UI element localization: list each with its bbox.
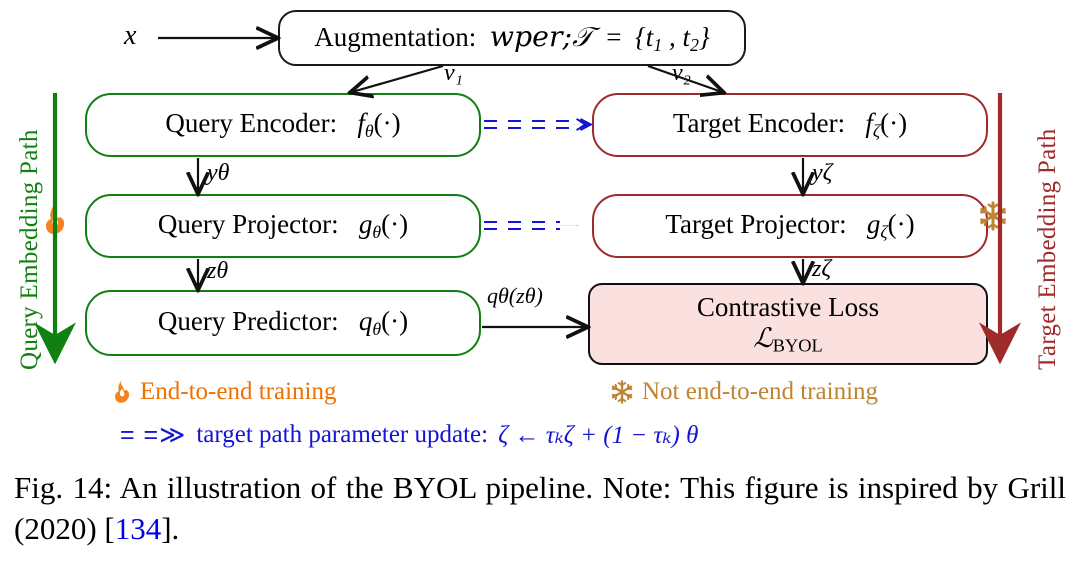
target-projector-text: Target Projector: gζ(·) [665, 209, 915, 243]
caption-text-part1: Fig. 14: An illustration of the BYOL pip… [14, 470, 1066, 546]
contrastive-loss-title: Contrastive Loss [696, 291, 880, 322]
target-projector-box[interactable]: Target Projector: gζ(·) [592, 194, 988, 258]
query-embedding-path-label: Query Embedding Path [16, 129, 43, 370]
legend-update-text: target path parameter update: [196, 421, 489, 448]
target-embedding-path-label: Target Embedding Path [1034, 128, 1061, 370]
query-predictor-box[interactable]: Query Predictor: qθ(·) [85, 290, 481, 356]
query-encoder-box[interactable]: Query Encoder: fθ(·) [85, 93, 481, 157]
contrastive-loss-symbol: ℒBYOL [753, 322, 823, 356]
target-encoder-box[interactable]: Target Encoder: fζ(·) [592, 93, 988, 157]
query-projector-box[interactable]: Query Projector: gθ(·) [85, 194, 481, 258]
edge-label-v2: v₂ [672, 60, 691, 86]
edge-label-z-theta: zθ [207, 258, 229, 284]
edge-label-v1: v₁ [444, 60, 463, 86]
figure-caption: Fig. 14: An illustration of the BYOL pip… [14, 468, 1066, 550]
legend-end-to-end-label: End-to-end training [140, 378, 337, 405]
edge-label-y-theta: yθ [207, 160, 230, 186]
edge-label-z-zeta: zζ [812, 256, 832, 282]
snowflake-icon [978, 200, 1008, 237]
flame-icon [42, 203, 68, 242]
contrastive-loss-box[interactable]: Contrastive Loss ℒBYOL [588, 283, 988, 365]
augmentation-box[interactable]: Augmentation: wper;𝒯 = {t1 , t2} [278, 10, 746, 66]
byol-pipeline-figure: Query Embedding Path Target Embedding Pa… [16, 10, 1061, 450]
caption-reference-link[interactable]: 134 [114, 510, 162, 546]
legend-not-end-to-end: Not end-to-end training [610, 378, 878, 406]
target-encoder-text: Target Encoder: fζ(·) [672, 108, 908, 142]
query-predictor-text: Query Predictor: qθ(·) [157, 306, 409, 340]
edge-label-q-theta-z-theta: qθ(zθ) [487, 283, 543, 308]
query-projector-text: Query Projector: gθ(·) [157, 209, 409, 243]
caption-text-part2: ]. [161, 510, 180, 546]
flame-icon-legend [112, 378, 132, 406]
legend-not-end-to-end-label: Not end-to-end training [642, 378, 879, 405]
edge-label-y-zeta: yζ [812, 160, 833, 186]
legend-parameter-update: = =≫ target path parameter update: ζ ← τ… [120, 420, 698, 450]
input-label-x: x [124, 20, 137, 51]
dashed-arrow-glyph: = =≫ [120, 421, 187, 449]
query-encoder-text: Query Encoder: fθ(·) [165, 108, 401, 142]
legend-update-formula: ζ ← τₖζ + (1 − τₖ) θ [498, 422, 699, 449]
snowflake-icon-legend [610, 379, 634, 405]
legend-end-to-end: End-to-end training [112, 378, 336, 406]
augmentation-text: Augmentation: wper;𝒯 = {t1 , t2} [314, 19, 710, 55]
